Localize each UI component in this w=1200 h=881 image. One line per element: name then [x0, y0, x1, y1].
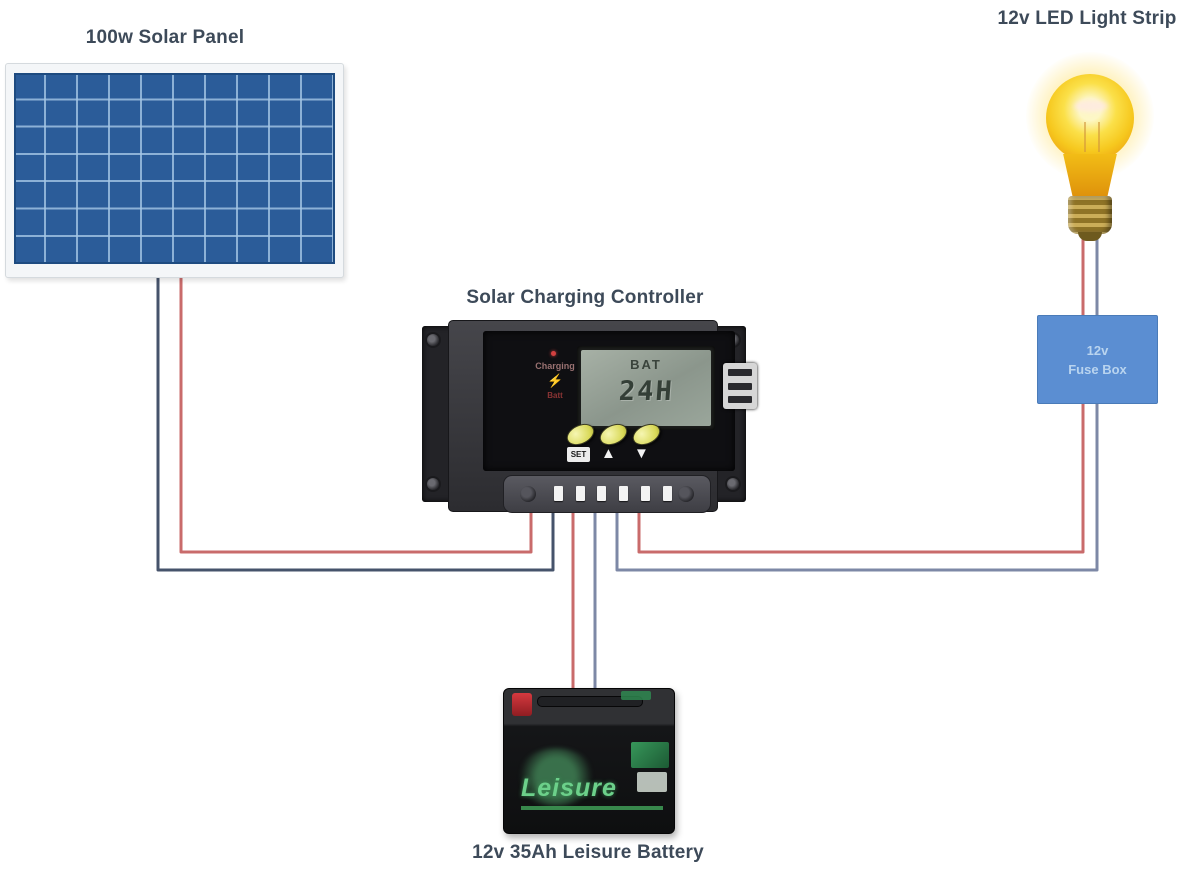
battery-brand-underline — [521, 806, 663, 810]
lcd-value-text: 24H — [617, 376, 675, 407]
terminal-pin-5 — [641, 486, 650, 501]
led-light-label: 12v LED Light Strip — [997, 8, 1177, 29]
terminal-pin-6 — [663, 486, 672, 501]
screw-icon — [427, 478, 439, 490]
charge-controller-graphic: Charging ⚡ Batt BAT 24H — [422, 318, 757, 513]
battery-logo-swirl — [517, 748, 595, 806]
terminal-strip — [503, 475, 711, 513]
controller-body: Charging ⚡ Batt BAT 24H — [448, 320, 757, 513]
solar-panel-graphic — [5, 63, 344, 278]
battery-badge-white — [637, 772, 667, 792]
bulb-filament — [1084, 122, 1100, 152]
controller-label: Solar Charging Controller — [466, 287, 704, 308]
wire-panel-negative — [156, 256, 555, 572]
battery-top-marking — [621, 691, 651, 700]
battery-label: 12v 35Ah Leisure Battery — [472, 842, 704, 863]
battery-brand-text: Leisure — [521, 774, 617, 802]
fuse-box-line2: Fuse Box — [1068, 361, 1127, 377]
battery-badge-green — [631, 742, 669, 768]
down-arrow-icon: ▼ — [634, 445, 649, 462]
controller-buttons — [449, 419, 773, 450]
charging-indicator-label: Charging — [535, 361, 575, 371]
solar-panel-label: 100w Solar Panel — [85, 27, 245, 48]
up-arrow-icon: ▲ — [601, 445, 616, 462]
leisure-battery-graphic: Leisure — [503, 688, 675, 834]
wire-load-negative — [615, 238, 1099, 572]
bulb-glass — [1046, 74, 1134, 162]
terminal-pin-4 — [619, 486, 628, 501]
terminal-pin-2 — [576, 486, 585, 501]
screw-icon — [727, 478, 739, 490]
battery-positive-terminal-cap — [512, 693, 532, 716]
charging-led-icon — [551, 351, 556, 356]
terminal-screw-icon — [678, 486, 694, 502]
wire-panel-positive — [179, 270, 533, 554]
battery-indicator-label: Batt — [547, 391, 563, 400]
set-glyph: SET — [567, 447, 590, 462]
terminal-screw-icon — [520, 486, 536, 502]
bulb-neck — [1063, 154, 1117, 200]
bulb-highlight — [1074, 100, 1108, 112]
lightning-icon: ⚡ — [547, 373, 564, 388]
fuse-box: 12v Fuse Box — [1037, 315, 1158, 404]
bulb-screw-base — [1068, 196, 1112, 234]
battery-handle — [537, 696, 643, 707]
terminal-pin-1 — [554, 486, 563, 501]
light-bulb-icon — [1026, 52, 1154, 241]
solar-panel-cells — [14, 73, 335, 264]
battery-front-label: Leisure — [509, 740, 669, 826]
terminal-pin-3 — [597, 486, 606, 501]
lcd-display: BAT 24H — [581, 350, 711, 426]
screw-icon — [427, 334, 439, 346]
lcd-top-text: BAT — [630, 357, 662, 372]
controller-face: Charging ⚡ Batt BAT 24H — [483, 331, 757, 471]
fuse-box-line1: 12v — [1086, 342, 1109, 358]
lcd-bezel: BAT 24H — [577, 346, 715, 430]
usb-port-icon — [723, 363, 757, 409]
button-glyphs: SET ▲ ▼ — [449, 445, 773, 465]
bulb-base-tip — [1078, 232, 1102, 241]
